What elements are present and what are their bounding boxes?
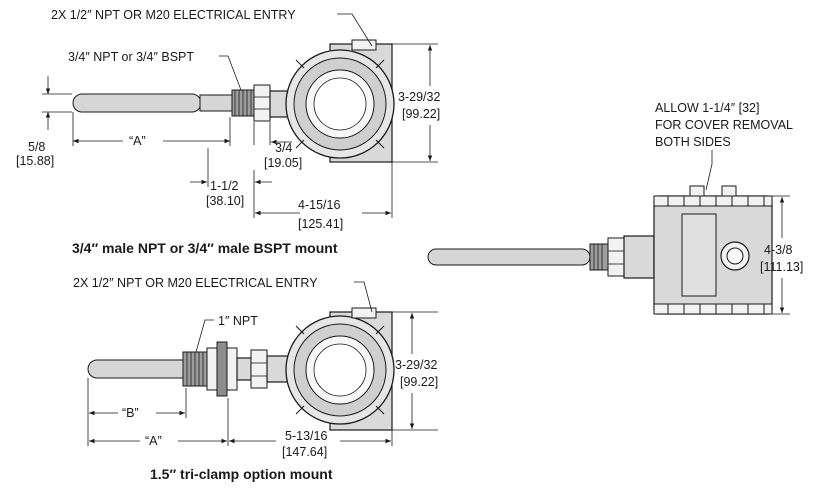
side-cover-note-2: FOR COVER REMOVAL [655,118,793,132]
bottom-dim-a: “A” [145,434,162,448]
side-view: ALLOW 1-1/4″ [32] FOR COVER REMOVAL BOTH… [427,101,803,315]
bottom-dim-length: 5-13/16 [285,429,327,443]
top-probe [72,93,202,113]
bottom-dim-height: 3-29/32 [395,358,437,372]
bottom-dim-b: “B” [122,406,139,420]
side-nameplate [681,213,717,297]
bottom-entry-note: 2X 1/2″ NPT OR M20 ELECTRICAL ENTRY [73,276,318,290]
bottom-dim-height-mm: [99.22] [400,375,438,389]
top-entry-note: 2X 1/2″ NPT OR M20 ELECTRICAL ENTRY [51,8,296,22]
side-probe [427,248,591,266]
side-thread [589,243,609,271]
bottom-probe [87,359,193,379]
top-view: 2X 1/2″ NPT OR M20 ELECTRICAL ENTRY 3/4″… [16,8,440,256]
top-entry-boss [351,39,377,51]
top-dim-length-mm: [125.41] [298,217,343,231]
top-dim-height-mm: [99.22] [402,107,440,121]
top-dim-neck-mm: [19.05] [264,156,302,170]
top-hex-nut [253,84,271,122]
side-cover-note-1: ALLOW 1-1/4″ [32] [655,101,759,115]
bottom-thread [182,351,208,387]
side-dim-height: 4-3/8 [764,243,793,257]
top-caption: 3/4″ male NPT or 3/4″ male BSPT mount [72,240,338,256]
top-dim-a: “A” [129,134,146,148]
top-thread [231,89,255,117]
top-dim-height: 3-29/32 [398,90,440,104]
top-dim-length: 4-15/16 [298,198,340,212]
bottom-dim-length-mm: [147.64] [282,445,327,459]
bottom-hex-nut [250,349,268,389]
top-dim-diameter-mm: [15.88] [16,154,54,168]
side-dim-height-mm: [111.13] [760,260,803,274]
side-adapter [623,235,655,279]
bottom-tri-clamp [206,347,218,391]
bottom-caption: 1.5″ tri-clamp option mount [150,466,333,482]
bottom-entry-boss [351,307,377,319]
top-dim-diameter: 5/8 [28,140,45,154]
top-dim-thread: 1-1/2 [210,179,239,193]
bottom-thread-note: 1″ NPT [218,314,258,328]
top-probe-neck [199,94,233,112]
side-cover-note-3: BOTH SIDES [655,135,731,149]
top-dim-thread-mm: [38.10] [206,194,244,208]
side-hex-nut [607,237,625,277]
bottom-view: 2X 1/2″ NPT OR M20 ELECTRICAL ENTRY 1″ N… [73,276,438,482]
top-dim-neck: 3/4 [275,141,292,155]
top-thread-note: 3/4″ NPT or 3/4″ BSPT [68,50,194,64]
